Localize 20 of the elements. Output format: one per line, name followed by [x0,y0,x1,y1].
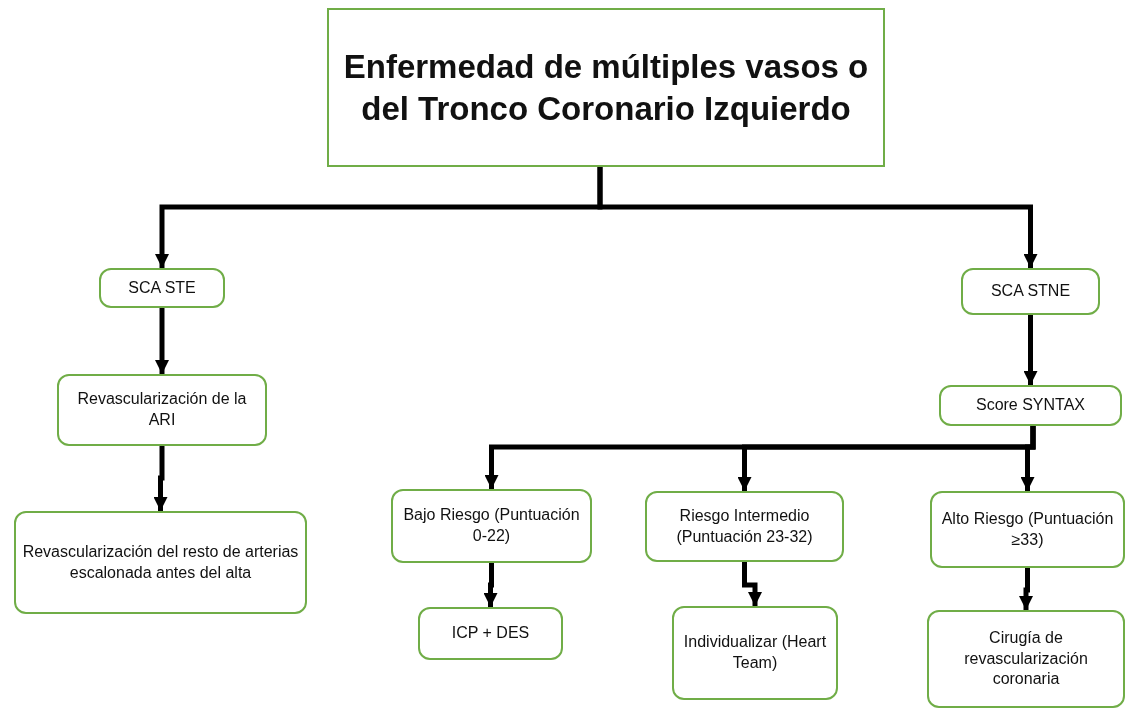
process-box: Revascularización de la ARI [57,374,267,446]
process-box: SCA STNE [961,268,1100,315]
arrow [742,562,762,606]
arrow [597,167,1038,268]
arrow [483,563,498,607]
process-box: Score SYNTAX [939,385,1122,426]
process-box: Cirugía de revascularización coronaria [927,610,1125,708]
process-box: SCA STE [99,268,225,308]
arrow [153,446,168,511]
process-box: Bajo Riesgo (Puntuación 0-22) [391,489,592,563]
arrow [155,308,169,374]
process-box: Revascularización del resto de arterias escalonada antes del alta [14,511,307,614]
process-box: ICP + DES [418,607,563,660]
process-box: Enfermedad de múltiples vasos o del Tronco Coronario Izquierdo [327,8,885,167]
process-box: Riesgo Intermedio (Puntuación 23-32) [645,491,844,562]
process-box: Individualizar (Heart Team) [672,606,838,700]
arrow [1020,426,1036,491]
arrow [1019,568,1033,610]
arrow [1023,315,1038,385]
process-box: Alto Riesgo (Puntuación ≥33) [930,491,1125,568]
